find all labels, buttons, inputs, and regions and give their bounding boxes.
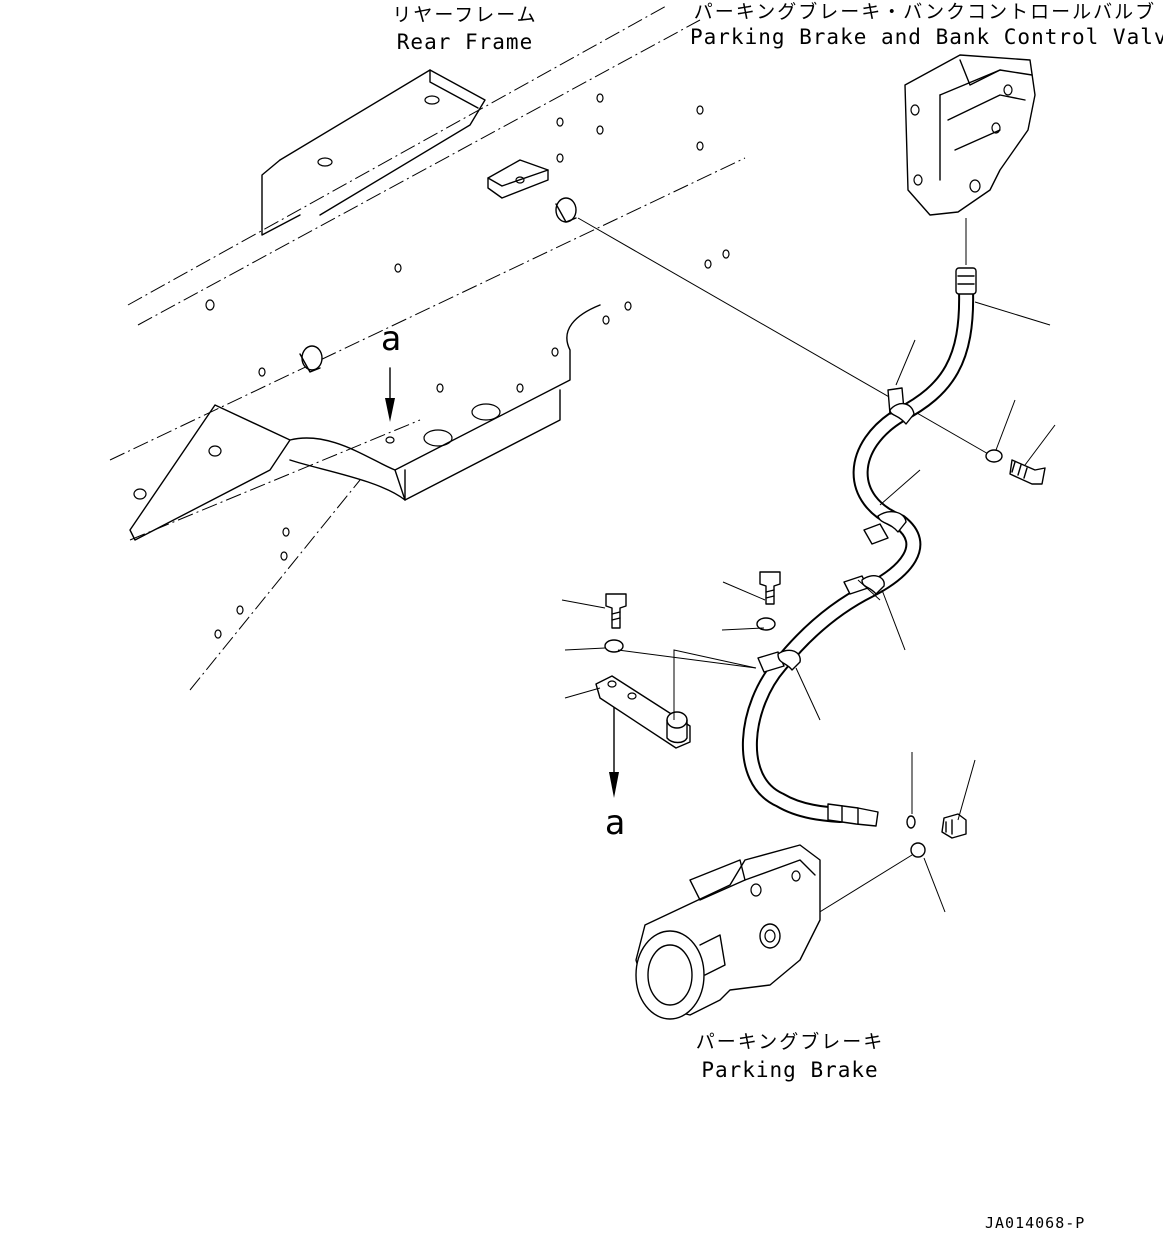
valve-label-en: Parking Brake and Bank Control Valve bbox=[690, 25, 1163, 49]
leader-line bbox=[577, 217, 991, 456]
rear-frame-label-jp: リヤーフレーム bbox=[392, 4, 538, 26]
elbow-fitting bbox=[941, 813, 967, 839]
bolt-left bbox=[605, 593, 627, 629]
washer-upper bbox=[985, 449, 1003, 463]
bank-control-valve bbox=[904, 54, 1036, 216]
o-ring bbox=[906, 815, 916, 829]
washer-right bbox=[756, 617, 776, 631]
leader-lines bbox=[561, 301, 1056, 913]
bolt-right bbox=[759, 571, 781, 605]
bolt-upper bbox=[1009, 459, 1046, 485]
bracket bbox=[595, 649, 757, 749]
valve-label-jp: パーキングブレーキ・バンクコントロールバルブ bbox=[693, 1, 1157, 23]
clamp-upper bbox=[887, 387, 915, 425]
drawing-code: JA014068-P bbox=[985, 1214, 1086, 1232]
washer-left bbox=[604, 639, 624, 653]
clamp-lower bbox=[843, 575, 885, 595]
marker-a-top: a bbox=[380, 319, 402, 359]
parking-brake-label-en: Parking Brake bbox=[701, 1058, 879, 1082]
parking-brake-label-jp: パーキングブレーキ bbox=[695, 1031, 885, 1053]
clamp-mid bbox=[863, 511, 907, 545]
clamp-bottom bbox=[757, 649, 801, 673]
rear-frame-label-en: Rear Frame bbox=[396, 30, 534, 54]
parking-brake bbox=[635, 844, 821, 1020]
marker-a-bottom: a bbox=[604, 803, 626, 843]
plug bbox=[910, 842, 926, 858]
brake-hose bbox=[742, 267, 977, 827]
rear-frame bbox=[109, 4, 746, 691]
